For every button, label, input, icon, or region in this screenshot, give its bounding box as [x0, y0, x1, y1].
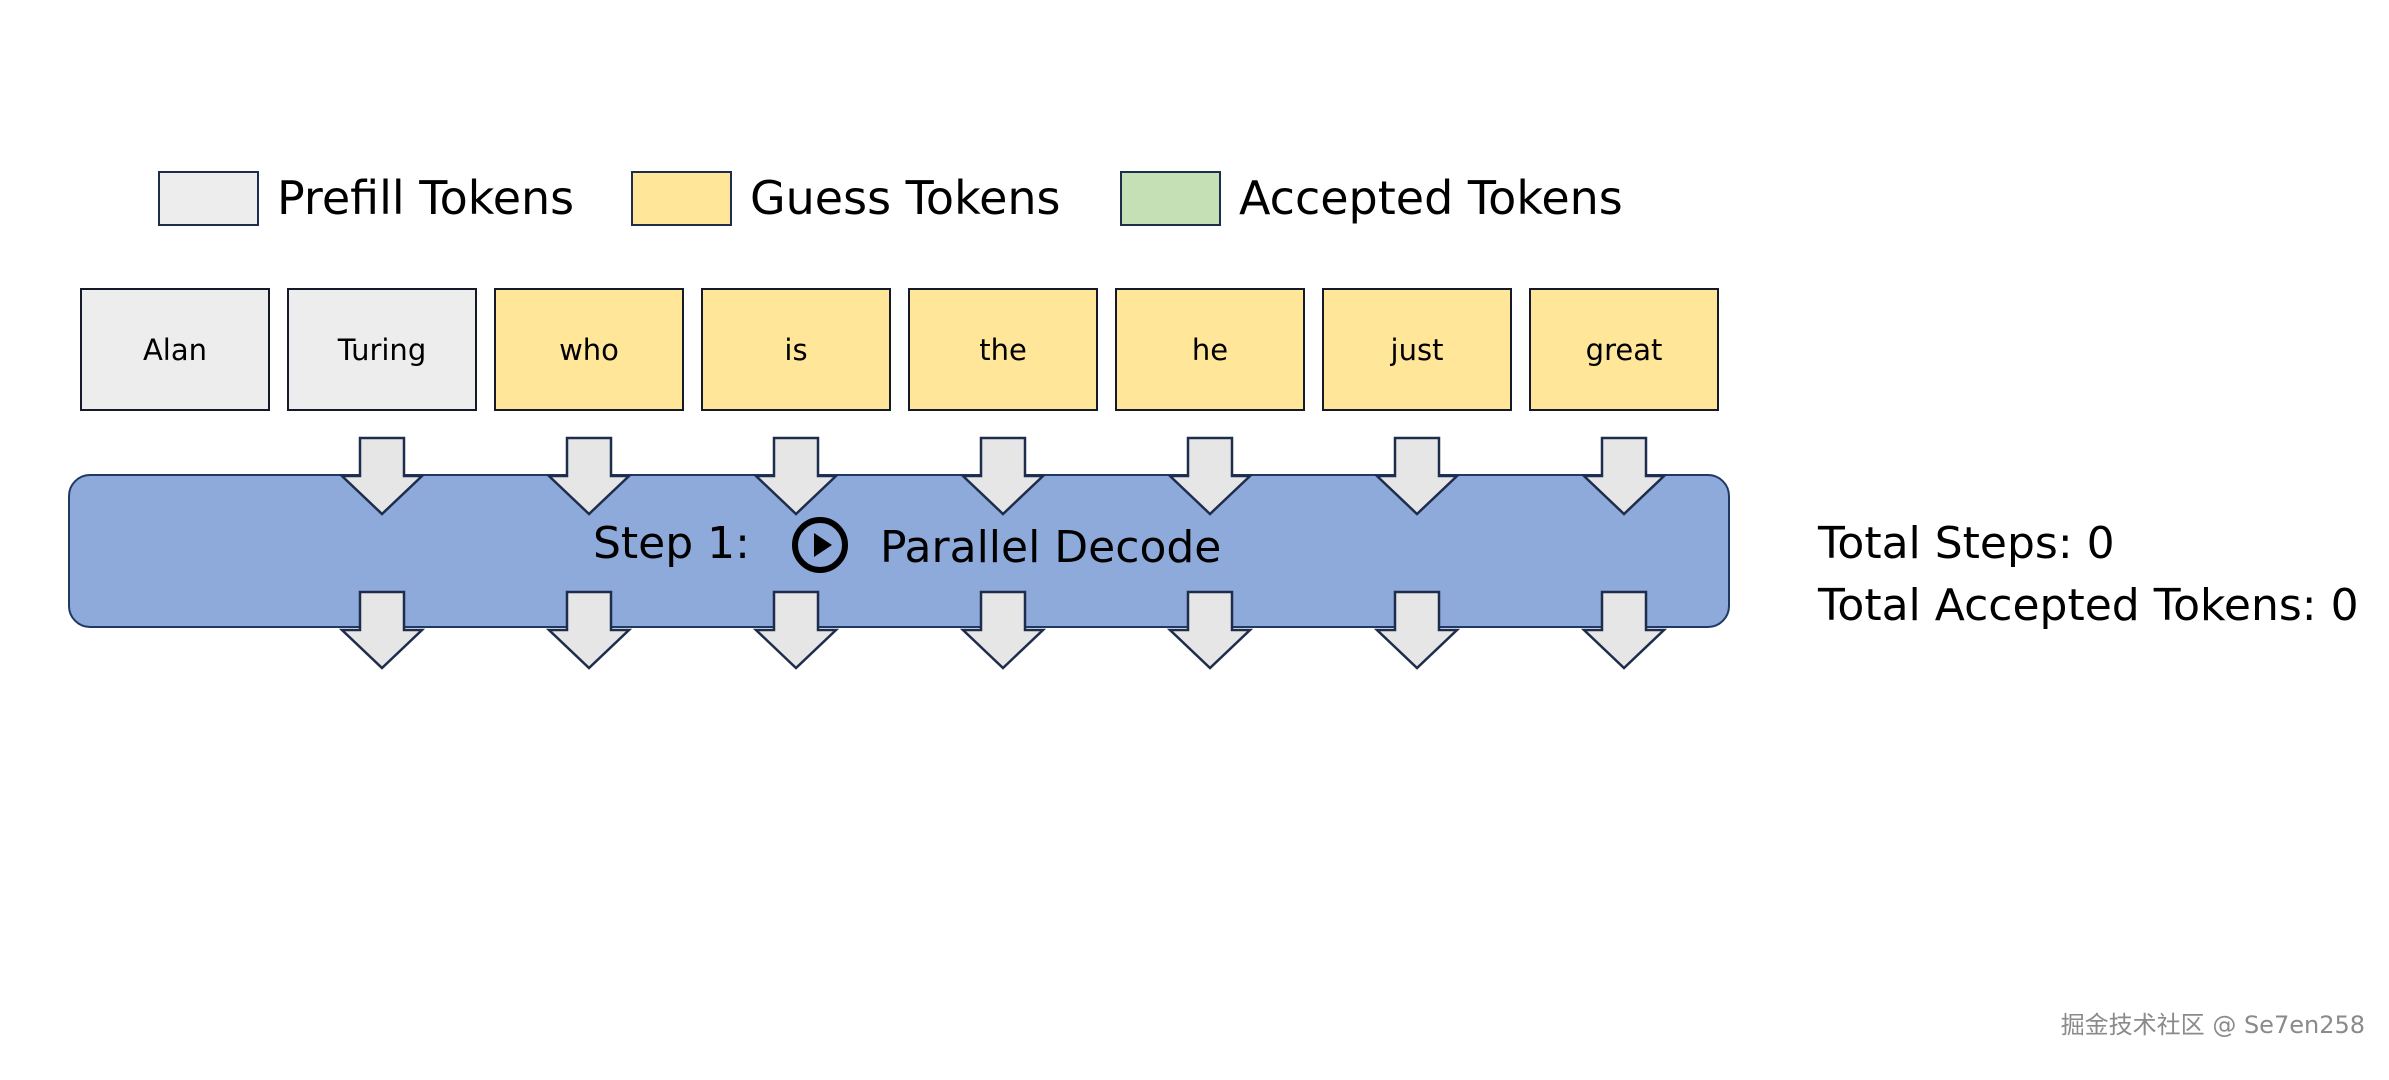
token-guess: great: [1529, 288, 1719, 411]
legend-label-guess: Guess Tokens: [750, 171, 1061, 225]
play-circle-icon: [792, 517, 848, 573]
legend-guess: Guess Tokens: [631, 168, 1061, 228]
token-guess: just: [1322, 288, 1512, 411]
legend-label-accepted: Accepted Tokens: [1239, 171, 1623, 225]
token-prefill: Turing: [287, 288, 477, 411]
legend-swatch-prefill: [158, 170, 259, 226]
token-guess: who: [494, 288, 684, 411]
parallel-decode-label: Parallel Decode: [880, 522, 1222, 573]
total-accepted-tokens: Total Accepted Tokens: 0: [1818, 580, 2359, 631]
token-guess: is: [701, 288, 891, 411]
token-guess: the: [908, 288, 1098, 411]
legend-prefill: Prefill Tokens: [158, 168, 574, 228]
token-guess: he: [1115, 288, 1305, 411]
legend-label-prefill: Prefill Tokens: [277, 171, 575, 225]
legend-swatch-accepted: [1120, 170, 1221, 226]
total-steps: Total Steps: 0: [1818, 518, 2115, 569]
play-button[interactable]: [790, 515, 850, 575]
watermark: 掘金技术社区 @ Se7en258: [2060, 1011, 2365, 1039]
step-label: Step 1:: [593, 518, 750, 569]
legend-accepted: Accepted Tokens: [1120, 168, 1623, 228]
token-prefill: Alan: [80, 288, 270, 411]
legend-swatch-guess: [631, 170, 732, 226]
